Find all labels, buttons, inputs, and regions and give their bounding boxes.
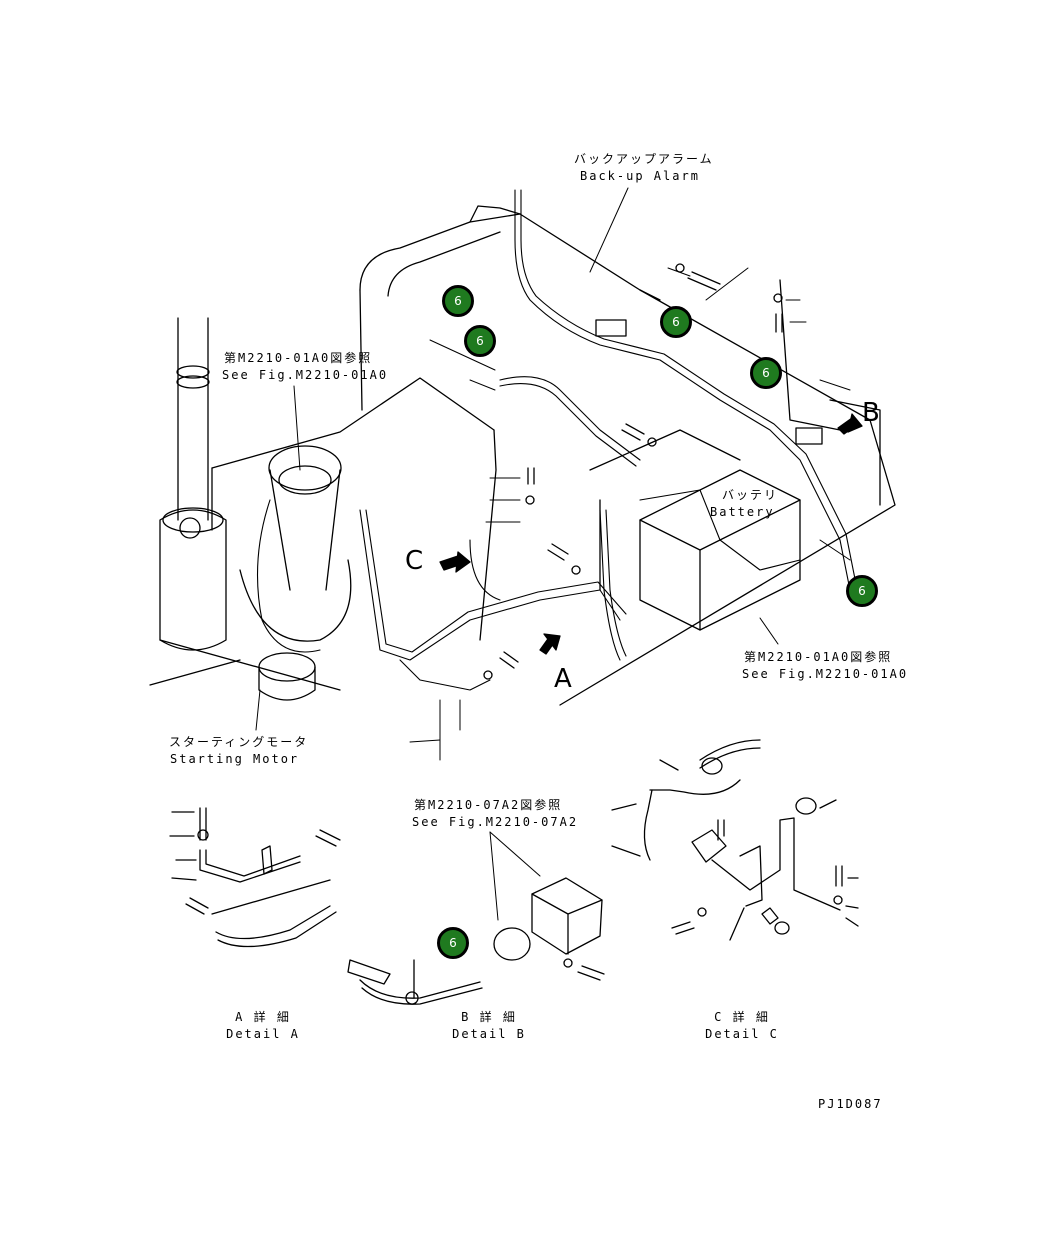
battery-label-jp: バッテリ: [722, 488, 779, 502]
detail-b-title-en: Detail B: [452, 1027, 526, 1041]
view-letter-b: B: [862, 398, 880, 428]
callout-number: 6: [449, 936, 457, 950]
part-callout-6[interactable]: 6: [660, 306, 692, 338]
detail-a-title-en: Detail A: [226, 1027, 300, 1041]
detail-a-sketch: [169, 807, 341, 948]
part-callout-6[interactable]: 6: [464, 325, 496, 357]
battery-label-en: Battery: [710, 505, 775, 519]
view-letter-a: A: [554, 664, 572, 694]
detail-c-title-en: Detail C: [705, 1027, 779, 1041]
callout-number: 6: [454, 294, 462, 308]
callout-number: 6: [672, 315, 680, 329]
part-callout-6[interactable]: 6: [442, 285, 474, 317]
backup-alarm-label-jp: バックアップアラーム: [574, 152, 714, 166]
starting-motor-label-jp: スターティングモータ: [169, 735, 309, 749]
fasteners: [483, 263, 783, 680]
callout-number: 6: [476, 334, 484, 348]
view-arrows: [439, 413, 863, 655]
exhaust-pipe: [159, 317, 227, 651]
part-callout-6[interactable]: 6: [750, 357, 782, 389]
callout-number: 6: [858, 584, 866, 598]
part-callout-6[interactable]: 6: [846, 575, 878, 607]
view-letter-c: C: [405, 546, 424, 576]
ref-top-label-en: See Fig.M2210-01A0: [222, 368, 389, 382]
ref-top-label-jp: 第M2210-01A0図参照: [224, 351, 373, 365]
drawing-code: PJ1D087: [818, 1097, 883, 1111]
starting-motor-label-en: Starting Motor: [170, 752, 300, 766]
ref-right-label-jp: 第M2210-01A0図参照: [744, 650, 893, 664]
callout-number: 6: [762, 366, 770, 380]
detail-c-sketch: [611, 739, 859, 941]
backup-alarm-label-en: Back-up Alarm: [580, 169, 700, 183]
leader-lines: [255, 187, 851, 921]
detail-b-sketch: [347, 877, 605, 1005]
part-callout-6[interactable]: 6: [437, 927, 469, 959]
harness-cables: [257, 189, 857, 691]
ref-detail-b-label-en: See Fig.M2210-07A2: [412, 815, 579, 829]
detail-a-title-jp: A 詳 細: [235, 1010, 291, 1024]
battery-box: [559, 279, 896, 706]
ref-right-label-en: See Fig.M2210-01A0: [742, 667, 909, 681]
ref-detail-b-label-jp: 第M2210-07A2図参照: [414, 798, 563, 812]
detail-b-title-jp: B 詳 細: [461, 1010, 517, 1024]
air-cleaner: [239, 445, 352, 701]
detail-c-title-jp: C 詳 細: [714, 1010, 770, 1024]
engine-hood: [149, 205, 661, 691]
